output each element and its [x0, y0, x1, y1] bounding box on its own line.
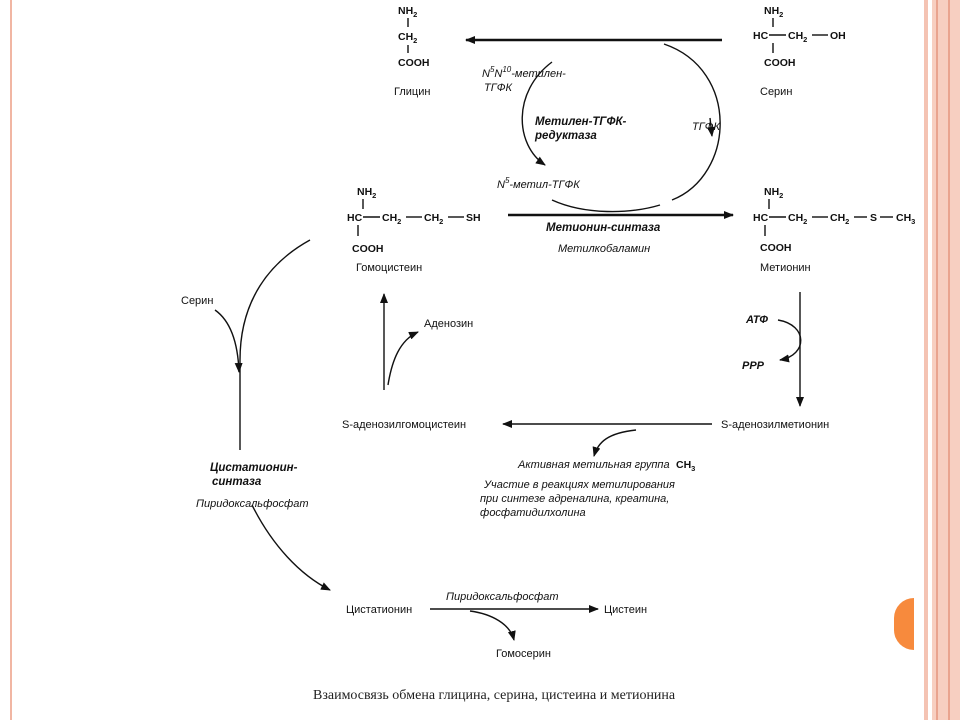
serine-cooh: COOH: [764, 57, 796, 69]
serine-input-arrow: [214, 309, 243, 373]
methionine-label: Метионин: [760, 262, 811, 274]
reductase-enzyme: Метилен-ТГФК-: [535, 116, 627, 128]
serine-structure: NH2 HC CH2 OH COOH Серин: [753, 5, 846, 98]
svg-text:SH: SH: [466, 212, 481, 224]
homocysteine-cooh: COOH: [352, 243, 384, 255]
methionine-hc: HC: [753, 212, 769, 224]
slide-right-stripe: [924, 0, 928, 720]
slide-left-frame-line: [10, 0, 12, 720]
methionine-activation: АТФ PPP S-аденозилметионин S-аденозилгом…: [342, 292, 829, 457]
svg-text:CH3: CH3: [676, 459, 695, 473]
svg-text:CH3: CH3: [896, 212, 915, 226]
methylene-thfa-label: N5N10-метилен-: [482, 65, 566, 80]
svg-text:при синтезе адреналина, креати: при синтезе адреналина, креатина,: [480, 493, 669, 505]
svg-text:S: S: [870, 212, 877, 224]
methylcobalamin-label: Метилкобаламин: [558, 243, 650, 255]
svg-text:CH2: CH2: [382, 212, 401, 226]
svg-text:редуктаза: редуктаза: [534, 130, 597, 142]
adenosine-arrow: [387, 331, 419, 386]
thfa-label: ТГФК: [692, 121, 720, 133]
svg-text:синтаза: синтаза: [212, 476, 262, 488]
folate-cycle: N5N10-метилен- ТГФК Метилен-ТГФК- редукт…: [482, 43, 721, 213]
glycine-cooh: COOH: [398, 57, 430, 69]
serine-oh: OH: [830, 30, 846, 42]
ppp-label: PPP: [742, 360, 765, 372]
to-cystathionine-arrow: [251, 504, 331, 591]
methyl-thfa-label: N5-метил-ТГФК: [497, 176, 580, 191]
serine-input-label: Серин: [181, 295, 213, 307]
atp-ppp-arrow: [777, 319, 802, 363]
homocysteine-label: Гомоцистеин: [356, 262, 422, 274]
methionine-nh2: NH2: [764, 186, 783, 200]
homocysteine-structure: NH2 HC CH2 CH2 SH COOH Гомоцистеин: [347, 186, 481, 274]
sam-label: S-аденозилметионин: [721, 419, 829, 431]
serine-hc: HC: [753, 30, 769, 42]
atp-label: АТФ: [745, 314, 768, 326]
svg-text:CH2: CH2: [830, 212, 849, 226]
pyridoxal-phosphate-label: Пиридоксальфосфат: [196, 498, 308, 510]
homoserine-label: Гомосерин: [496, 648, 551, 660]
glycine-nh2: NH2: [398, 5, 417, 19]
slide-right-stripe: [948, 0, 950, 720]
serine-ch2: CH2: [788, 30, 807, 44]
sah-label: S-аденозилгомоцистеин: [342, 419, 466, 431]
glycine-structure: NH2 CH2 COOH Глицин: [394, 5, 430, 98]
cystathionine-synthase-enzyme: Цистатионин-: [210, 462, 298, 474]
methyl-group-note: Активная метильная группа CH3 Участие в …: [480, 459, 695, 519]
cysteine-label: Цистеин: [604, 604, 647, 616]
slide-orange-tab: [894, 598, 914, 650]
homocysteine-to-cystathionine-path: [239, 239, 311, 450]
methionine-synthase-enzyme: Метионин-синтаза: [546, 222, 661, 234]
svg-text:фосфатидилхолина: фосфатидилхолина: [480, 507, 586, 519]
transsulfuration-pathway: Серин Цистатионин- синтаза Пиридоксальфо…: [181, 239, 647, 660]
active-methyl-group-label: Активная метильная группа: [517, 459, 670, 471]
methylene-thfa-label-2: ТГФК: [484, 82, 512, 94]
pyridoxal-phosphate-label-2: Пиридоксальфосфат: [446, 591, 558, 603]
slide-right-stripe: [936, 0, 938, 720]
adenosine-label: Аденозин: [424, 318, 473, 330]
homocysteine-nh2: NH2: [357, 186, 376, 200]
svg-text:CH2: CH2: [788, 212, 807, 226]
homocysteine-hc: HC: [347, 212, 363, 224]
cycle-bottom-arc: [551, 199, 661, 213]
methylation-note: Участие в реакциях метилирования: [483, 479, 675, 491]
serine-nh2: NH2: [764, 5, 783, 19]
glycine-ch2: CH2: [398, 31, 417, 45]
methionine-cooh: COOH: [760, 242, 792, 254]
cycle-right-arc: [663, 43, 721, 201]
glycine-label: Глицин: [394, 86, 430, 98]
methyl-group-arrow: [592, 429, 637, 457]
cystathionine-label: Цистатионин: [346, 604, 412, 616]
cycle-left-arc: [521, 61, 553, 166]
svg-text:CH2: CH2: [424, 212, 443, 226]
homoserine-arrow: [469, 610, 516, 641]
serine-label: Серин: [760, 86, 792, 98]
figure-caption: Взаимосвязь обмена глицина, серина, цист…: [313, 688, 676, 703]
methionine-structure: NH2 HC CH2 CH2 S CH3 COOH Метионин: [753, 186, 915, 274]
